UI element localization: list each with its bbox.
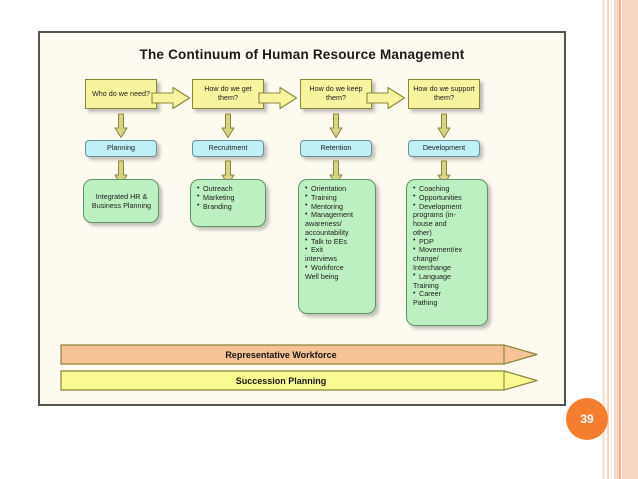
- flow-arrow-right-1: [151, 86, 191, 110]
- list-item: Workforce: [305, 263, 370, 273]
- list-item: change/: [413, 254, 439, 264]
- list-item: Exit: [305, 246, 370, 255]
- list-item: Outreach: [197, 184, 260, 194]
- list-item: house and: [413, 219, 447, 229]
- banner-arrow-2: Succession Planning: [60, 370, 538, 391]
- list-item: Well being: [305, 271, 339, 281]
- list-item: Pathing: [413, 298, 438, 308]
- list-item: Talk to EEs: [305, 237, 370, 247]
- banner-label: Succession Planning: [235, 375, 327, 386]
- list-item: Management: [305, 211, 370, 220]
- question-label: Who do we need?: [92, 88, 150, 98]
- list-item: PDP: [413, 237, 482, 247]
- down-arrow-question-to-stage-1: [114, 113, 128, 139]
- list-item: accountability: [305, 227, 349, 237]
- stripe-4: [614, 0, 619, 479]
- stage-label: Development: [422, 143, 466, 153]
- list-item: Interchange: [413, 263, 451, 273]
- detail-box-4: CoachingOpportunitiesDevelopmentprograms…: [406, 179, 488, 326]
- banner-shape: [60, 370, 538, 391]
- list-item: Training: [413, 280, 439, 290]
- down-arrow-question-to-stage-4: [437, 113, 451, 139]
- list-item: interviews: [305, 254, 337, 264]
- stage-label: Recruitment: [208, 143, 248, 153]
- detail-box-1: Integrated HR & Business Planning: [83, 179, 159, 223]
- banner-shape: [60, 344, 538, 365]
- question-label: How do we keep them?: [309, 84, 363, 102]
- page-title: The Continuum of Human Resource Manageme…: [139, 47, 465, 62]
- detail-list: CoachingOpportunitiesDevelopmentprograms…: [413, 184, 482, 308]
- list-item: Branding: [197, 202, 260, 212]
- stage-label: Planning: [107, 143, 135, 153]
- stage-box-2: Recruitment: [192, 140, 264, 157]
- banner-label: Representative Workforce: [225, 349, 337, 360]
- list-item: Mentoring: [305, 202, 370, 212]
- list-item: Marketing: [197, 193, 260, 203]
- stripe-3: [611, 0, 612, 479]
- stage-label: Retention: [320, 143, 352, 153]
- stage-box-4: Development: [408, 140, 480, 157]
- list-item: Opportunities: [413, 193, 482, 203]
- stripe-5: [619, 0, 621, 479]
- detail-list: OutreachMarketingBranding: [197, 184, 260, 212]
- detail-box-3: OrientationTrainingMentoringManagementaw…: [298, 179, 376, 314]
- list-item: Movement/ex: [413, 246, 482, 255]
- detail-text: Integrated HR & Business Planning: [91, 191, 152, 210]
- list-item: Development: [413, 202, 482, 212]
- question-label: How do we get them?: [204, 84, 252, 102]
- question-box-3: How do we keep them?: [300, 79, 372, 109]
- list-item: other): [413, 227, 432, 237]
- question-box-4: How do we support them?: [408, 79, 480, 109]
- down-arrow-question-to-stage-2: [221, 113, 235, 139]
- stage-box-3: Retention: [300, 140, 372, 157]
- question-label: How do we support them?: [413, 84, 475, 102]
- flow-arrow-right-2: [258, 86, 298, 110]
- flow-arrow-right-3: [366, 86, 406, 110]
- list-item: Career: [413, 290, 482, 299]
- decorative-right-stripes: [600, 0, 638, 479]
- page-number-badge: 39: [566, 398, 608, 440]
- question-box-2: How do we get them?: [192, 79, 264, 109]
- stripe-2: [607, 0, 609, 479]
- list-item: Training: [305, 193, 370, 203]
- detail-list: OrientationTrainingMentoringManagementaw…: [305, 184, 370, 282]
- list-item: Language: [413, 272, 482, 282]
- question-box-1: Who do we need?: [85, 79, 157, 109]
- detail-box-2: OutreachMarketingBranding: [190, 179, 266, 227]
- list-item: programs (in-: [413, 210, 456, 220]
- list-item: Coaching: [413, 184, 482, 194]
- slide-frame: The Continuum of Human Resource Manageme…: [38, 31, 566, 406]
- down-arrow-question-to-stage-3: [329, 113, 343, 139]
- stage-box-1: Planning: [85, 140, 157, 157]
- banner-arrow-1: Representative Workforce: [60, 344, 538, 365]
- list-item: Orientation: [305, 184, 370, 194]
- list-item: awareness/: [305, 219, 342, 229]
- stripe-6: [622, 0, 638, 479]
- stripe-1: [602, 0, 605, 479]
